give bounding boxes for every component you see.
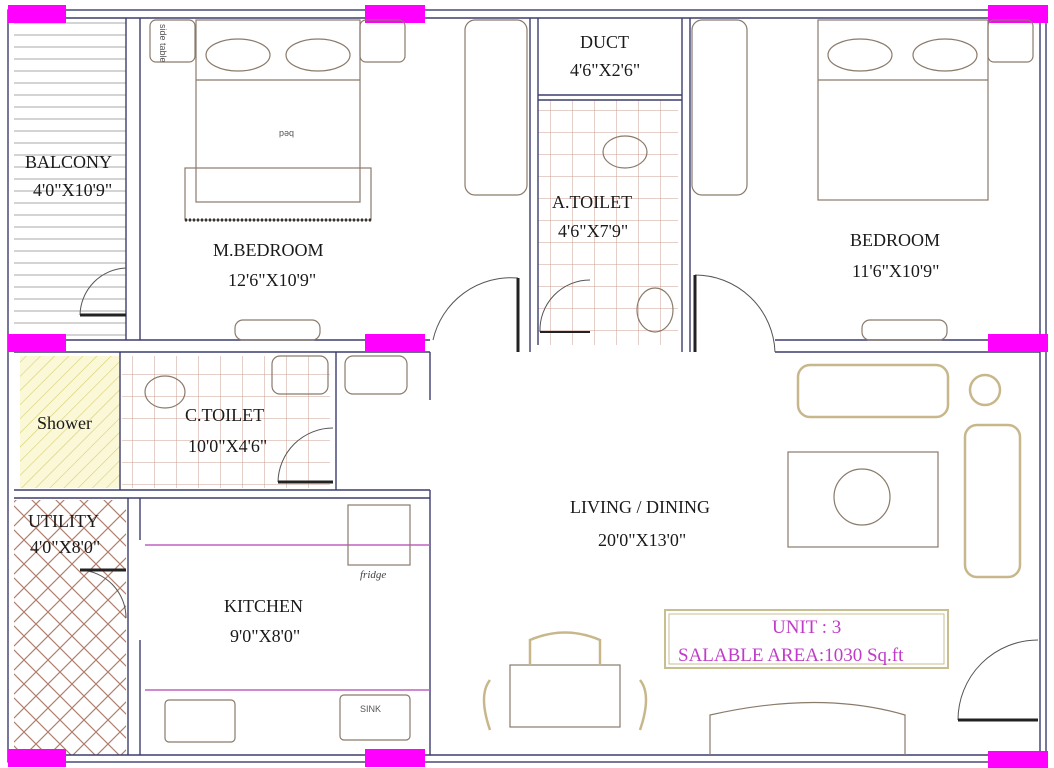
washbasin-icon [344,355,408,395]
kitchen-size: 9'0"X8'0" [230,626,300,646]
sink-icon [339,694,411,741]
duct-size: 4'6"X2'6" [570,60,640,80]
living-dining-label: LIVING / DINING [570,497,710,517]
utility-size: 4'0"X8'0" [30,537,100,557]
walls [7,9,1047,763]
duct-label: DUCT [580,32,629,52]
sofa-set [787,363,1022,579]
shower-floor [20,356,120,488]
master-bedroom-size: 12'6"X10'9" [228,270,316,290]
fridge-icon [347,504,411,566]
bedroom-bed [817,19,1034,201]
sink-label: SINK [360,704,381,714]
bed-label: bed [279,129,294,139]
utility-label: UTILITY [28,511,99,531]
balcony-size: 4'0"X10'9" [33,180,112,200]
tv-console [709,701,906,755]
fridge-label: fridge [360,569,386,581]
a-toilet-size: 4'6"X7'9" [558,221,628,241]
living-dining-size: 20'0"X13'0" [598,530,686,550]
dining-table [482,631,648,731]
balcony-label: BALCONY [25,152,112,172]
washbasin-icon [271,355,329,395]
kitchen-label: KITCHEN [224,596,303,616]
bedroom-label: BEDROOM [850,230,940,250]
wc-icon [602,135,648,169]
a-toilet-label: A.TOILET [552,192,632,212]
wardrobes [464,19,748,196]
unit-info-box: UNIT : 3 SALABLE AREA:1030 Sq.ft [664,609,949,669]
doors [79,267,1039,722]
tv-unit [234,319,321,341]
shower-label: Shower [37,413,92,433]
salable-area: SALABLE AREA:1030 Sq.ft [678,645,904,666]
c-toilet-label: C.TOILET [185,405,264,425]
utility-floor [14,500,126,755]
bedroom-size: 11'6"X10'9" [852,261,940,281]
c-toilet-size: 10'0"X4'6" [188,436,267,456]
tv-unit-bedroom [861,319,948,341]
wc-icon [144,375,186,409]
a-toilet-floor [538,100,678,345]
balcony-floor [14,20,126,338]
side-table-label: side table [158,24,168,63]
washbasin-icon [636,287,674,333]
stove-icon [164,699,236,743]
unit-number: UNIT : 3 [772,617,841,638]
structural-columns [8,5,1048,768]
master-bedroom-label: M.BEDROOM [213,240,324,260]
master-bed: bed side table [149,19,406,222]
